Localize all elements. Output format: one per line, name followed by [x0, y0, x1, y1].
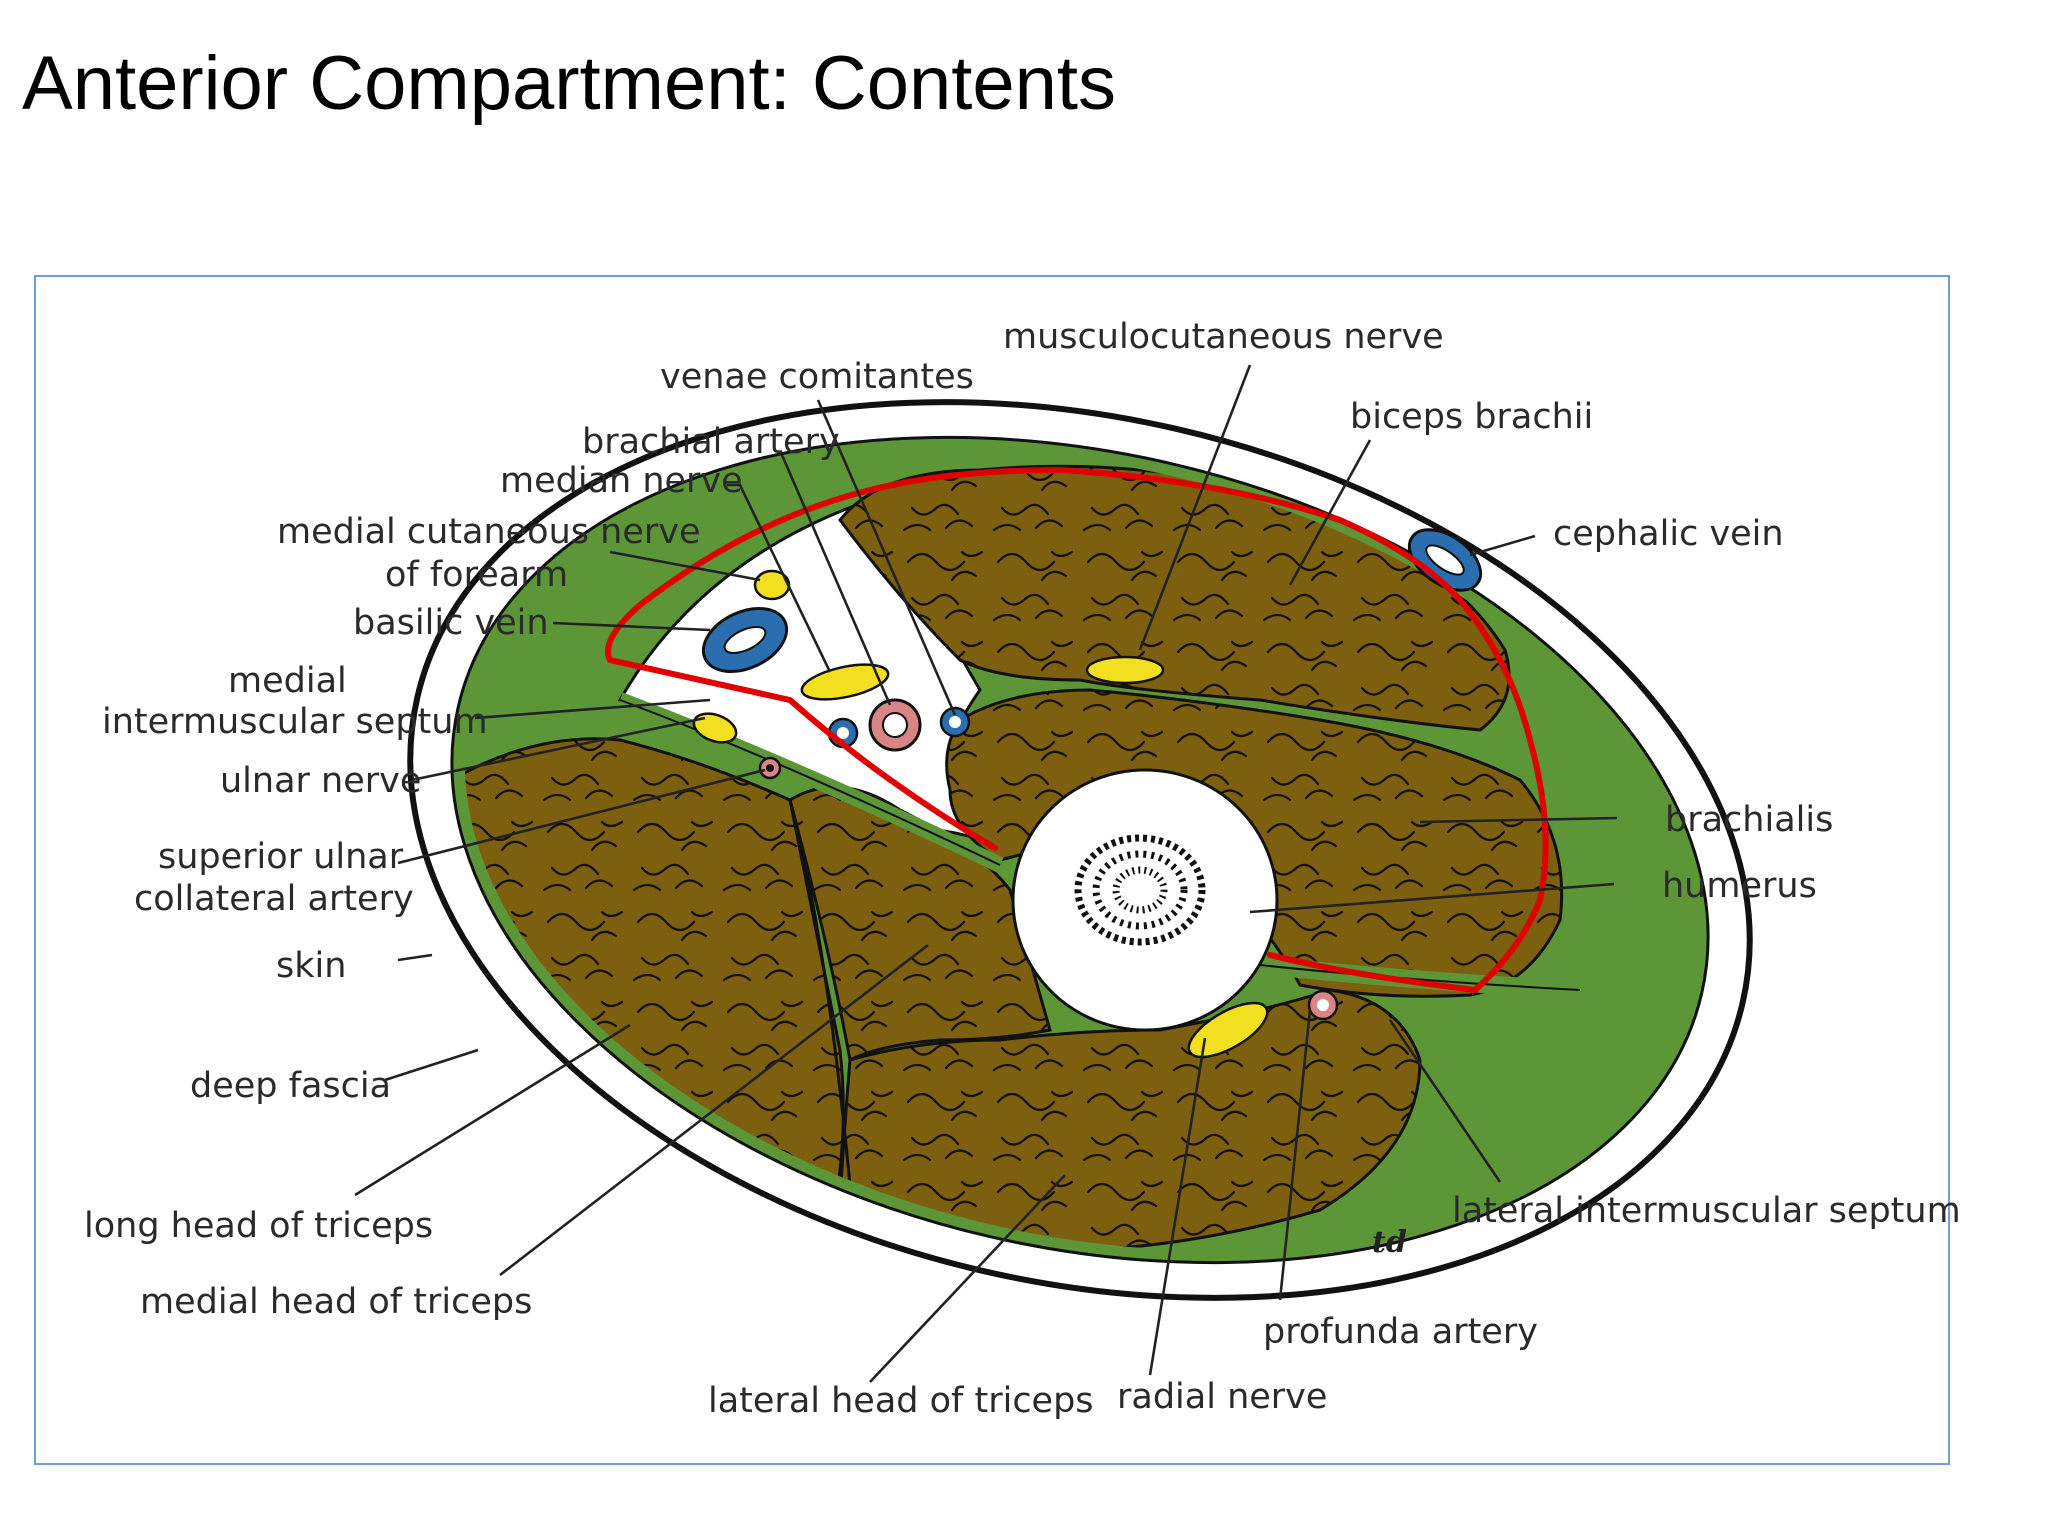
profunda-artery-vessel: [1307, 989, 1339, 1021]
label-skin: skin: [276, 946, 346, 986]
superior-ulnar-collateral-artery-vessel: [758, 756, 782, 780]
label-long-head-of-triceps: long head of triceps: [84, 1206, 433, 1246]
triceps-head-divider: [788, 799, 857, 1241]
basilic-vein-vessel: [701, 607, 789, 673]
musculocutaneous-nerve-shape: [1085, 655, 1165, 685]
label-medial-intermuscular-septum-line1: medial: [228, 661, 347, 701]
diagram-labels: musculocutaneous nerve venae comitantes …: [84, 317, 1961, 1421]
venae-comitantes-vessel-2: [939, 706, 971, 738]
leader-lines: [354, 364, 1618, 1383]
label-brachial-artery: brachial artery: [582, 422, 840, 462]
anterior-compartment-outline: [605, 467, 1549, 993]
label-medial-cutaneous-nerve-line2: of forearm: [385, 555, 568, 595]
artist-mark: td: [1372, 1225, 1407, 1260]
label-medial-head-of-triceps: medial head of triceps: [140, 1282, 532, 1322]
median-nerve-shape: [800, 663, 890, 701]
label-venae-comitantes: venae comitantes: [660, 357, 974, 397]
label-deep-fascia: deep fascia: [190, 1066, 391, 1106]
slide-title: Anterior Compartment: Contents: [22, 41, 1117, 126]
label-cephalic-vein: cephalic vein: [1553, 514, 1784, 554]
label-median-nerve: median nerve: [500, 461, 743, 501]
label-basilic-vein: basilic vein: [353, 603, 549, 643]
label-lateral-intermuscular-septum: lateral intermuscular septum: [1452, 1191, 1961, 1231]
label-superior-ulnar-collateral-artery-line2: collateral artery: [134, 879, 414, 919]
cephalic-vein-vessel: [1407, 528, 1483, 592]
brachial-artery-vessel: [868, 698, 922, 752]
label-brachialis: brachialis: [1665, 800, 1833, 840]
label-medial-intermuscular-septum-line2: intermuscular septum: [102, 702, 488, 742]
humerus-bone: [1011, 768, 1279, 1032]
label-profunda-artery: profunda artery: [1263, 1312, 1538, 1352]
label-ulnar-nerve: ulnar nerve: [220, 761, 421, 801]
label-radial-nerve: radial nerve: [1117, 1377, 1327, 1417]
label-lateral-head-of-triceps: lateral head of triceps: [708, 1381, 1094, 1421]
radial-nerve-shape: [1187, 1001, 1269, 1059]
label-humerus: humerus: [1662, 866, 1817, 906]
label-superior-ulnar-collateral-artery-line1: superior ulnar: [158, 837, 404, 877]
label-musculocutaneous-nerve: musculocutaneous nerve: [1003, 317, 1444, 357]
label-medial-cutaneous-nerve-line1: medial cutaneous nerve: [277, 512, 701, 552]
label-biceps-brachii: biceps brachii: [1350, 397, 1593, 437]
